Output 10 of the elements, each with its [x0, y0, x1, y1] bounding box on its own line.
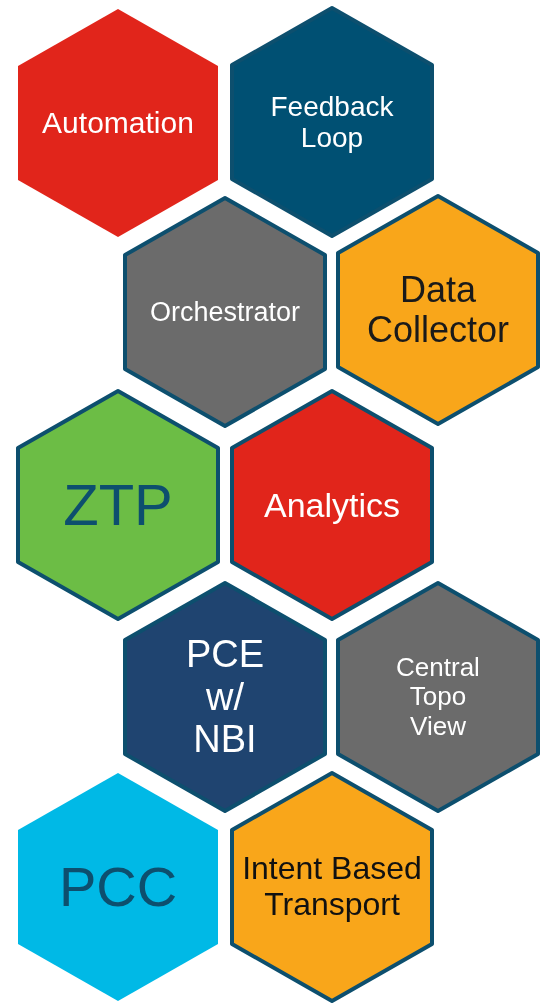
hexagon-label: PCE w/ NBI [184, 633, 266, 761]
hexagon-label: Automation [42, 106, 194, 140]
hexagon-label: ZTP [63, 472, 173, 538]
hexagon-label: Orchestrator [149, 296, 300, 328]
hexagon-label: PCC [58, 855, 178, 919]
hexagon-label: Intent Based Transport [242, 851, 422, 923]
hexagon-label: Feedback Loop [269, 90, 395, 154]
hexagon-label: Data Collector [365, 269, 511, 351]
hexagon-label: Analytics [263, 485, 401, 525]
hexagon-label: Central Topo View [395, 653, 481, 741]
